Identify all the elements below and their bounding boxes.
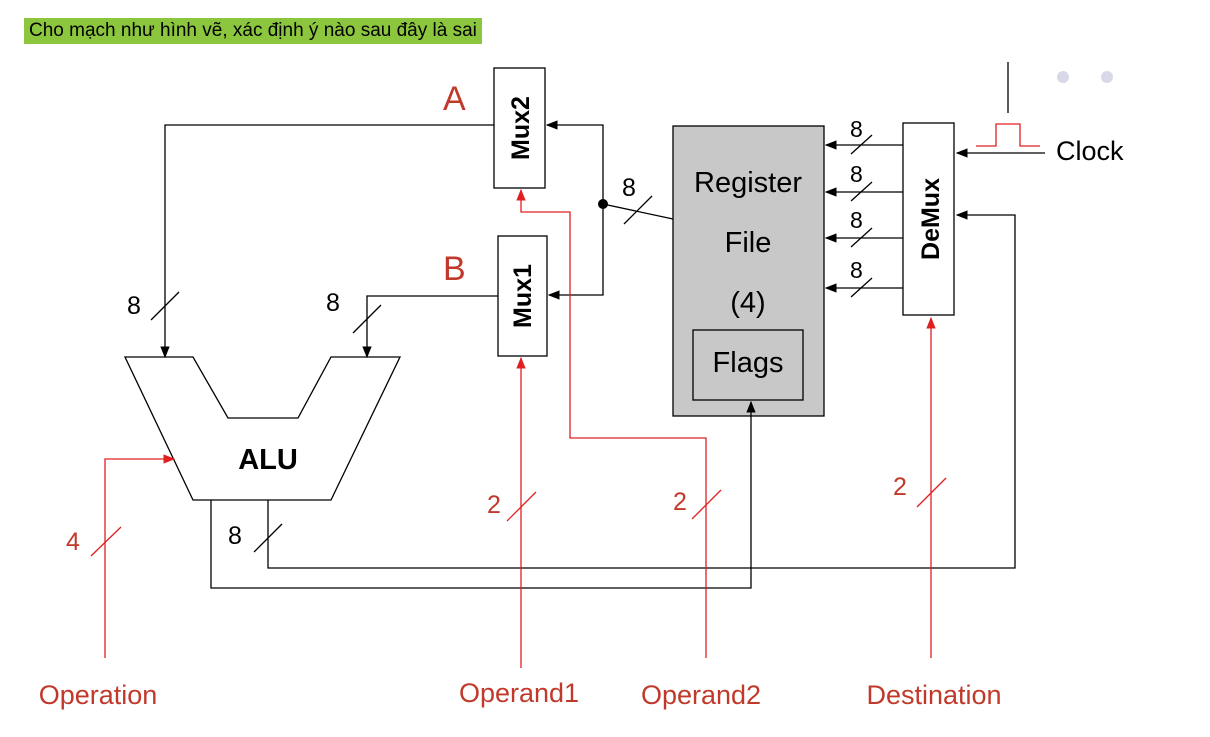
bus-width-demux-out-3: 8 xyxy=(850,207,863,233)
operation-label: Operation xyxy=(39,680,158,710)
bus-width-alu-left-in: 8 xyxy=(127,292,141,320)
bus-width-alu-out: 8 xyxy=(228,522,242,550)
mux1-block xyxy=(497,235,548,357)
bus-slash-red xyxy=(691,489,722,520)
input-a-label: A xyxy=(443,80,466,118)
bus-slash xyxy=(253,523,283,553)
wire-mux1-to-alu xyxy=(362,295,498,359)
bus-width-operand1: 2 xyxy=(487,491,501,519)
decoration-dot xyxy=(1057,71,1069,83)
register-file-title-line2: File xyxy=(725,227,772,259)
wire-operation-control xyxy=(104,454,176,658)
bus-slash-red xyxy=(506,491,537,522)
decoration-dot xyxy=(1101,71,1113,83)
bus-width-operation: 4 xyxy=(66,528,80,556)
bus-slash xyxy=(850,277,873,298)
wire-alu-to-demux xyxy=(267,210,1016,569)
wire-alu-to-flags xyxy=(210,400,756,589)
bus-width-demux-out-4: 8 xyxy=(850,257,863,283)
mux2-label: Mux2 xyxy=(507,96,535,160)
bus-slash xyxy=(850,181,873,202)
demux-label: DeMux xyxy=(917,178,945,260)
register-file-count: (4) xyxy=(730,287,765,319)
wire-operand2-control xyxy=(516,188,707,658)
bus-slash xyxy=(850,134,873,155)
bus-slash xyxy=(850,227,873,248)
bus-width-demux-out-1: 8 xyxy=(850,116,863,142)
operand2-label: Operand2 xyxy=(641,680,761,710)
bus-slash-red xyxy=(90,526,122,557)
operand1-label: Operand1 xyxy=(459,678,579,708)
question-text: Cho mạch như hình vẽ, xác định ý nào sau… xyxy=(24,18,482,44)
input-b-label: B xyxy=(443,250,466,288)
wire-regfile-out xyxy=(602,203,674,220)
clock-label: Clock xyxy=(1056,136,1124,166)
wire-mux2-to-alu xyxy=(160,124,494,359)
wire-bus-to-mux2 xyxy=(545,120,604,204)
bus-slash xyxy=(352,304,382,334)
clock-pulse-icon xyxy=(976,123,1040,147)
mux2-block xyxy=(493,67,546,189)
bus-slash xyxy=(150,291,180,321)
mux1-label: Mux1 xyxy=(509,264,537,328)
wire-bus-to-mux1 xyxy=(547,204,604,300)
demux-block xyxy=(902,122,955,316)
bus-width-alu-right-in: 8 xyxy=(326,289,340,317)
alu-label: ALU xyxy=(238,444,298,476)
bus-width-demux-out-2: 8 xyxy=(850,161,863,187)
bus-width-destination: 2 xyxy=(893,473,907,501)
destination-label: Destination xyxy=(866,680,1001,710)
alu-block xyxy=(123,356,402,501)
flags-block xyxy=(692,329,804,401)
register-file-title-line1: Register xyxy=(694,167,802,199)
bus-slash-red xyxy=(916,477,947,508)
bus-slash xyxy=(623,195,653,225)
bus-width-operand2: 2 xyxy=(673,488,687,516)
bus-width-regfile-out: 8 xyxy=(622,174,636,202)
flags-label: Flags xyxy=(713,347,784,379)
